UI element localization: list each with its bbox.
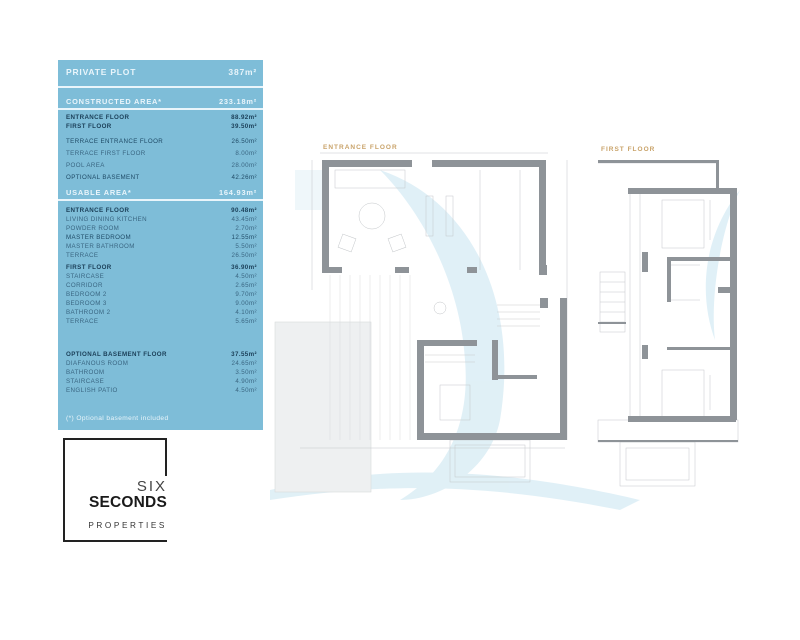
area-summary-panel: PRIVATE PLOT 387m² CONSTRUCTED AREA* 233… xyxy=(58,60,263,430)
private-plot-row: PRIVATE PLOT 387m² xyxy=(66,68,257,77)
first-floor-walls xyxy=(598,160,738,442)
divider xyxy=(58,108,263,110)
entrance-floor-title: ENTRANCE FLOOR xyxy=(323,144,398,151)
logo-frame-edge xyxy=(165,438,167,476)
usable-area-row: USABLE AREA* 164.93m² xyxy=(66,188,257,197)
private-plot-value: 387m² xyxy=(228,67,257,77)
logo-six: SIX xyxy=(136,478,167,495)
logo-properties: PROPERTIES xyxy=(88,521,167,530)
pool-area xyxy=(274,321,372,493)
private-plot-label: PRIVATE PLOT xyxy=(66,67,137,77)
constructed-area-value: 233.18m² xyxy=(218,97,257,106)
six-seconds-logo: SIX SECONDS PROPERTIES xyxy=(63,438,169,542)
logo-frame xyxy=(63,438,167,542)
usable-area-label: USABLE AREA* xyxy=(66,188,132,197)
constructed-area-row: CONSTRUCTED AREA* 233.18m² xyxy=(66,97,257,106)
entrance-floor-plan xyxy=(300,152,568,483)
footnote: (*) Optional basement included xyxy=(66,415,169,422)
divider xyxy=(58,86,263,88)
divider xyxy=(58,199,263,201)
logo-seconds: SECONDS xyxy=(88,494,167,511)
constructed-area-label: CONSTRUCTED AREA* xyxy=(66,97,162,106)
usable-area-value: 164.93m² xyxy=(218,188,257,197)
first-floor-title: FIRST FLOOR xyxy=(601,146,656,153)
entrance-floor-walls xyxy=(322,160,567,440)
first-floor-plan xyxy=(597,162,739,487)
